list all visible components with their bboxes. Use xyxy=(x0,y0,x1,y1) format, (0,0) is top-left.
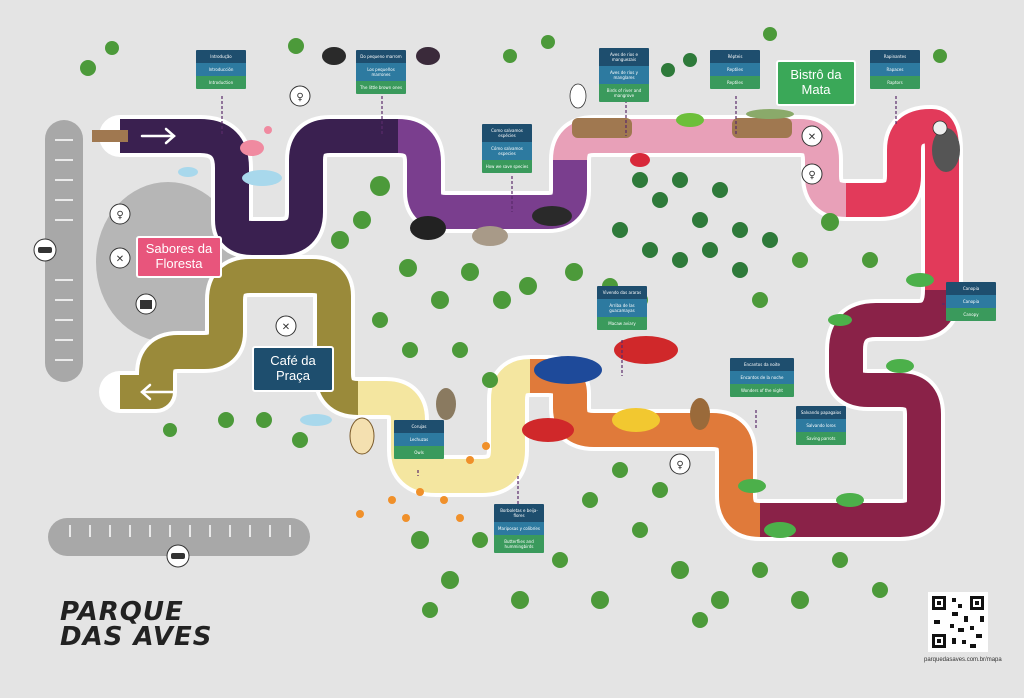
svg-text:✕: ✕ xyxy=(116,254,124,265)
macaw-yellow xyxy=(612,408,660,432)
sign-night: Encantos da noite Encantos de la noche W… xyxy=(730,358,794,397)
trail-segment-butterflies xyxy=(358,359,532,493)
parking-left xyxy=(45,120,83,382)
trail-segment-brown xyxy=(396,119,587,229)
bridge xyxy=(572,118,632,138)
sign-save: Como salvamos espécies Cómo salvamos esp… xyxy=(482,124,532,173)
svg-text:♀: ♀ xyxy=(296,92,303,103)
macaw-blue xyxy=(534,356,602,384)
gift-icon xyxy=(135,293,157,315)
place-cafe-da-praca[interactable]: Café da Praça xyxy=(252,346,334,392)
sign-brown: Do pequeno marrom Los pequeños marrones … xyxy=(356,50,406,94)
sign-owls: Corujas Lechuzas Owls xyxy=(394,420,444,459)
trail-segment-canopy xyxy=(760,289,959,537)
flamingo xyxy=(240,126,272,156)
qr-code-icon xyxy=(928,592,988,652)
arrow-left-icon xyxy=(140,383,176,401)
guan xyxy=(532,206,572,226)
parrot xyxy=(676,113,704,127)
sign-canopy: Canopia Canopia Canopy xyxy=(946,282,996,321)
restroom-icon: ♀ xyxy=(109,203,131,225)
trail-segment-raptors xyxy=(846,109,959,290)
ponds xyxy=(178,167,332,426)
trail-segment-macaws xyxy=(530,359,762,537)
restroom-icon: ♀ xyxy=(801,163,823,185)
sign-rivers: Aves de rios e manguezais Aves de ríos y… xyxy=(599,48,649,102)
svg-text:✕: ✕ xyxy=(282,322,290,333)
place-sabores-da-floresta[interactable]: Sabores da Floresta xyxy=(136,236,222,278)
park-logo: PARQUE DAS AVES xyxy=(60,597,213,652)
sign-macaws: Vivendo das araras Arriba de las guacama… xyxy=(597,286,647,330)
car-icon xyxy=(33,238,57,262)
svg-text:✕: ✕ xyxy=(808,132,816,143)
car-icon xyxy=(166,544,190,568)
green-parrots xyxy=(738,273,934,538)
macaw-red xyxy=(522,336,678,442)
palms xyxy=(612,53,778,278)
owl xyxy=(349,388,710,455)
sign-intro: Introdução Introducción Introduction xyxy=(196,50,246,89)
svg-text:♀: ♀ xyxy=(676,460,683,471)
heron xyxy=(569,83,587,109)
sign-parrots: Salvando papagaios Salvando loros Saving… xyxy=(796,406,846,445)
bridge xyxy=(732,118,792,138)
sign-reptiles: Répteis Reptiles Reptiles xyxy=(710,50,760,89)
sign-butterflies: Borboletas e beija-flores Mariposas y co… xyxy=(494,504,544,553)
parking-bottom xyxy=(48,518,310,556)
restaurant-icon: ✕ xyxy=(109,247,131,269)
bridge xyxy=(92,130,128,142)
duck xyxy=(472,226,508,246)
harpy-eagle xyxy=(932,120,960,172)
crocodile xyxy=(746,109,794,119)
sign-raptors: Rapinantes Rapaces Raptors xyxy=(870,50,920,89)
place-bistro-da-mata[interactable]: Bistrô da Mata xyxy=(776,60,856,106)
restaurant-icon: ✕ xyxy=(801,125,823,147)
svg-text:♀: ♀ xyxy=(116,210,123,221)
svg-text:♀: ♀ xyxy=(808,170,815,181)
sign-posts xyxy=(221,96,946,504)
trail-segment-intro xyxy=(120,119,398,255)
butterflies xyxy=(356,442,490,522)
restaurant-icon: ✕ xyxy=(275,315,297,337)
arrow-right-icon xyxy=(140,127,176,145)
turkey xyxy=(322,47,440,65)
restroom-icon: ♀ xyxy=(669,453,691,475)
restroom-icon: ♀ xyxy=(289,85,311,107)
curassow xyxy=(410,216,446,240)
scarlet-ibis xyxy=(630,153,650,167)
trail-segment-cafe xyxy=(120,259,360,415)
map-url[interactable]: parquedasaves.com.br/mapa xyxy=(924,657,1002,663)
